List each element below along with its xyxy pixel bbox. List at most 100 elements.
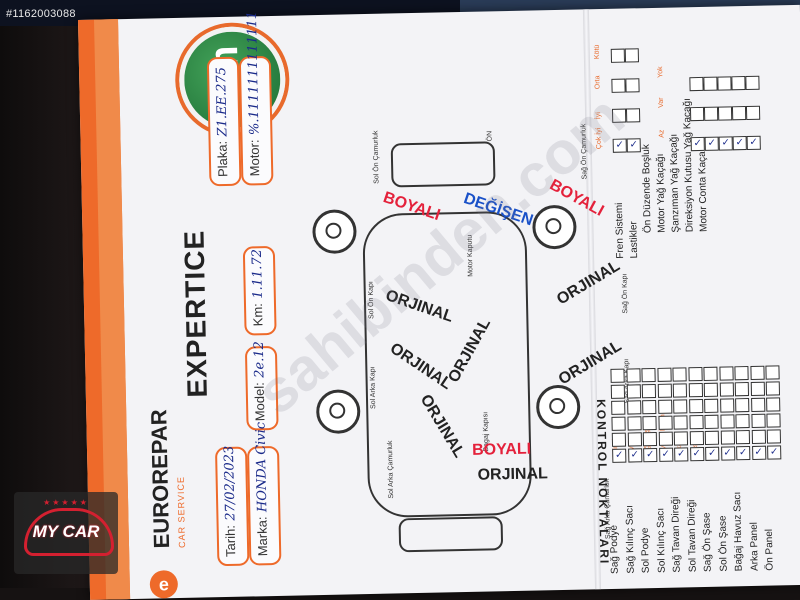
kontrol-checkbox[interactable] xyxy=(626,416,642,431)
kontrol-checkbox[interactable]: ✓ xyxy=(705,446,720,461)
kontrol-checkbox[interactable] xyxy=(688,414,704,430)
kontrol-checkbox[interactable] xyxy=(704,398,719,413)
kontrol-checkbox[interactable] xyxy=(610,368,625,383)
right-checkbox[interactable]: ✓ xyxy=(690,136,705,152)
right-checkbox[interactable]: ✓ xyxy=(612,138,627,153)
kontrol-checkbox[interactable] xyxy=(625,368,641,383)
mycar-stars: ★★★★★ xyxy=(43,498,89,507)
right-checkbox[interactable] xyxy=(611,108,627,123)
right-header: Kötü xyxy=(593,44,601,60)
kontrol-checkbox[interactable] xyxy=(766,429,782,444)
kontrol-checkbox[interactable] xyxy=(766,413,781,428)
right-checkbox[interactable] xyxy=(610,48,626,63)
right-checkbox[interactable]: ✓ xyxy=(732,136,747,151)
kontrol-checkbox[interactable] xyxy=(689,430,704,446)
kontrol-checkbox[interactable]: ✓ xyxy=(658,447,673,462)
right-checkbox[interactable] xyxy=(703,106,719,121)
kontrol-checkbox[interactable] xyxy=(611,400,626,415)
kontrol-checkbox[interactable] xyxy=(703,382,719,397)
kontrol-checkbox[interactable] xyxy=(658,431,673,446)
kontrol-part-name: Sol Tavan Direği xyxy=(685,499,699,573)
right-checkbox[interactable] xyxy=(625,78,640,93)
kontrol-checkbox[interactable] xyxy=(765,365,780,380)
kontrol-checkbox[interactable]: ✓ xyxy=(751,445,766,460)
kontrol-checkbox[interactable] xyxy=(672,367,687,382)
right-checkbox[interactable] xyxy=(703,76,718,91)
kontrol-checkbox[interactable]: ✓ xyxy=(767,445,782,460)
kontrol-checkbox[interactable] xyxy=(719,414,735,429)
kontrol-checkbox[interactable] xyxy=(766,397,781,412)
right-checkbox[interactable]: ✓ xyxy=(746,135,761,151)
kontrol-checkbox[interactable] xyxy=(672,383,688,398)
kontrol-checkbox[interactable] xyxy=(687,367,703,382)
right-checkbox[interactable] xyxy=(731,106,747,121)
kontrol-checkbox[interactable] xyxy=(642,431,658,447)
right-checkbox[interactable] xyxy=(717,76,732,91)
kontrol-part-name: Sol Ön Şase xyxy=(717,515,730,572)
kontrol-checkbox[interactable] xyxy=(673,431,689,446)
kontrol-checkbox[interactable] xyxy=(750,397,765,412)
kontrol-checkbox[interactable] xyxy=(626,384,641,399)
kontrol-checkbox[interactable] xyxy=(704,414,719,429)
kontrol-checkbox[interactable]: ✓ xyxy=(643,447,658,463)
right-checkbox[interactable] xyxy=(731,76,746,91)
kontrol-checkbox[interactable] xyxy=(642,399,657,415)
kontrol-checkbox[interactable] xyxy=(657,383,672,398)
kontrol-checkbox[interactable] xyxy=(735,430,751,445)
kontrol-checkbox[interactable] xyxy=(704,430,720,445)
kontrol-checkbox[interactable] xyxy=(642,415,657,431)
model-field: Model: 2e.12 xyxy=(250,341,270,421)
right-checkbox[interactable] xyxy=(689,106,705,122)
kontrol-checkbox[interactable] xyxy=(703,366,718,381)
mycar-text: MY CAR xyxy=(32,522,100,541)
kontrol-checkbox[interactable] xyxy=(734,382,750,397)
kontrol-checkbox[interactable] xyxy=(749,365,765,381)
kontrol-checkbox[interactable] xyxy=(611,432,627,447)
marka-field: Marka: HONDA Civic xyxy=(251,422,272,557)
kontrol-checkbox[interactable] xyxy=(751,429,766,444)
right-checkbox[interactable] xyxy=(717,106,733,121)
kontrol-part-name: Sağ Ön Şase xyxy=(701,512,714,573)
kontrol-checkbox[interactable]: ✓ xyxy=(736,446,751,461)
right-checkbox[interactable] xyxy=(689,76,704,92)
kontrol-checkbox[interactable] xyxy=(734,366,749,381)
kontrol-checkbox[interactable] xyxy=(688,383,703,398)
kontrol-checkbox[interactable] xyxy=(641,383,657,399)
kontrol-checkbox[interactable] xyxy=(610,384,626,399)
kontrol-checkbox[interactable] xyxy=(673,415,688,430)
kontrol-checkbox[interactable] xyxy=(735,398,750,413)
kontrol-checkbox[interactable] xyxy=(750,381,765,396)
brand-name: EUROREPAR xyxy=(146,409,175,549)
kontrol-checkbox[interactable] xyxy=(719,382,734,397)
kontrol-checkbox[interactable]: ✓ xyxy=(689,446,704,462)
right-checkbox[interactable] xyxy=(611,78,626,93)
kontrol-checkbox[interactable] xyxy=(735,414,750,429)
kontrol-checkbox[interactable]: ✓ xyxy=(720,446,735,461)
right-checkbox[interactable] xyxy=(745,75,760,91)
kontrol-checkbox[interactable] xyxy=(657,415,673,430)
right-checkbox[interactable] xyxy=(625,108,641,123)
kontrol-checkbox[interactable] xyxy=(765,381,781,396)
kontrol-checkbox[interactable] xyxy=(626,400,641,415)
right-checkbox[interactable] xyxy=(745,105,761,121)
kontrol-checkbox[interactable] xyxy=(641,367,656,383)
kontrol-checkbox[interactable] xyxy=(718,366,734,381)
kontrol-checkbox[interactable] xyxy=(611,416,626,431)
right-checkbox[interactable] xyxy=(624,48,640,63)
kontrol-checkbox[interactable] xyxy=(688,399,703,414)
kontrol-checkbox[interactable] xyxy=(673,399,688,414)
sol-arka-camurluk-label: Sol Arka Çamurluk xyxy=(386,440,396,499)
kontrol-checkbox[interactable] xyxy=(656,367,672,382)
kontrol-checkbox[interactable]: ✓ xyxy=(627,448,642,463)
kontrol-checkbox[interactable] xyxy=(657,399,672,414)
right-checkbox[interactable]: ✓ xyxy=(626,138,641,153)
kontrol-checkbox[interactable]: ✓ xyxy=(674,447,689,462)
right-checkbox[interactable]: ✓ xyxy=(704,136,719,151)
kontrol-checkbox[interactable]: ✓ xyxy=(612,448,627,463)
right-checkbox[interactable]: ✓ xyxy=(718,136,733,151)
kontrol-checkbox[interactable] xyxy=(719,398,734,413)
kontrol-checkbox[interactable] xyxy=(627,432,642,447)
kontrol-checkbox[interactable] xyxy=(750,413,766,428)
right-header: Az xyxy=(658,129,666,138)
kontrol-checkbox[interactable] xyxy=(720,430,735,445)
